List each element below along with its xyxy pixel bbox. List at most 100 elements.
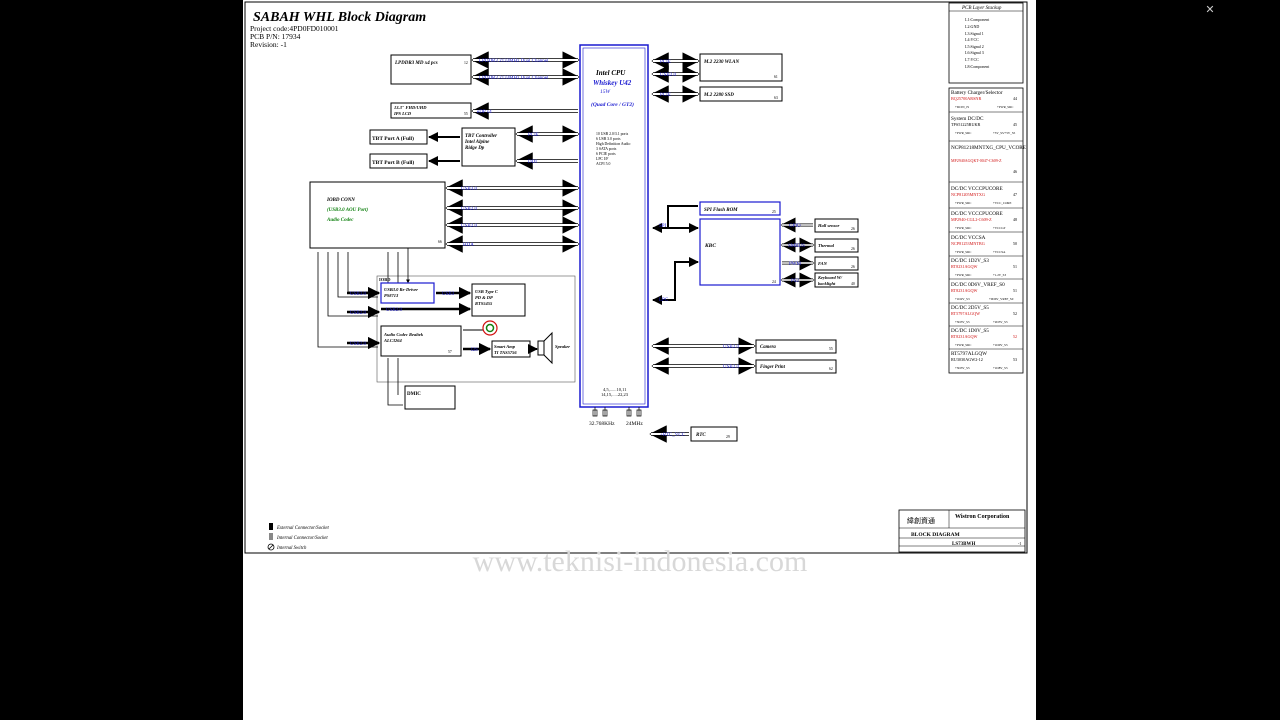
svg-text:52: 52	[1013, 311, 1017, 316]
svg-text:USB2.0: USB2.0	[461, 224, 477, 229]
company-name: Wistron Corporation	[955, 514, 1010, 520]
svg-text:KBC: KBC	[704, 243, 716, 249]
svg-text:L7:VCC: L7:VCC	[965, 57, 979, 62]
power-block: DC/DC VCCSA NCP81253MNTBG 50 +PWR_SRC +V…	[949, 235, 1023, 257]
svg-text:BQ25700ARSNR: BQ25700ARSNR	[951, 96, 981, 101]
cpu-model: Whiskey U42	[593, 79, 632, 87]
cpu-pins: 4,5,......10,11	[603, 387, 626, 393]
bus-ssd-pcie: PCIE	[651, 85, 700, 103]
svg-text:+PWR_SRC: +PWR_SRC	[997, 105, 1013, 109]
cpu-feature: 10 USB 2.0/3.1 ports	[596, 132, 629, 136]
bus-edp: eDP x4	[471, 102, 578, 120]
headphone-jack	[463, 320, 498, 336]
power-column: Battery Charger/Selector BQ25700ARSNR 44…	[948, 87, 1026, 374]
power-block: Battery Charger/Selector BQ25700ARSNR 44…	[949, 90, 1023, 113]
finger-print-block: Finger Print 62	[755, 359, 837, 374]
svg-text:RT8231AGQW: RT8231AGQW	[951, 264, 978, 269]
svg-text:NCP81253MNTBG: NCP81253MNTBG	[951, 241, 985, 246]
power-block: NCP81218MNTXG_CPU_VCORE MP2940AGQKT-0047…	[949, 145, 1026, 183]
svg-text:backlight: backlight	[818, 281, 836, 286]
svg-text:+PWR_SRC: +PWR_SRC	[955, 273, 971, 277]
svg-text:12: 12	[464, 61, 468, 65]
svg-text:24: 24	[772, 280, 776, 284]
iobd-board	[376, 275, 576, 383]
cpu-feature: ACPI 5.0	[596, 162, 610, 166]
svg-text:53: 53	[1013, 357, 1017, 362]
bus-lpc: LPC	[652, 257, 699, 305]
cpu-name: Intel CPU	[595, 69, 626, 77]
svg-text:M.2 2280 SSD: M.2 2280 SSD	[703, 93, 734, 98]
bus-iobd-usb20b: USB2.0	[445, 216, 580, 234]
cpu-feature: High Definition Audio	[596, 142, 630, 146]
svg-text:DC/DC VCCCPUCORE: DC/DC VCCCPUCORE	[951, 211, 1003, 217]
bus-redriver-usb30: USB3.0	[347, 286, 381, 300]
svg-text:+VCC_CORE: +VCC_CORE	[993, 201, 1011, 205]
revision: Revision: -1	[250, 40, 287, 49]
bus-wlan-pcie: PCIE	[651, 52, 700, 70]
bus-ps2: PS2	[780, 272, 815, 288]
svg-text:RT5797ALGQW: RT5797ALGQW	[951, 351, 987, 357]
power-block: DC/DC 2D5V_S5 RT5797ALGQW 52 +3D3V_S5 +2…	[949, 305, 1023, 327]
svg-text:RTC: RTC	[696, 433, 706, 438]
svg-text:L3:Signal 1: L3:Signal 1	[965, 31, 984, 36]
svg-text:HDA: HDA	[463, 243, 474, 248]
cpu-block: Intel CPU Whiskey U42 15W (Quad Core / G…	[579, 44, 649, 408]
svg-text:RT8231AGQW: RT8231AGQW	[951, 288, 978, 293]
svg-text:Intel Alpine: Intel Alpine	[464, 140, 490, 145]
kbc-block: KBC 24	[699, 218, 781, 286]
svg-text:RT5797ALGQW: RT5797ALGQW	[951, 311, 980, 316]
svg-text:+0D6V_VREF_S0: +0D6V_VREF_S0	[989, 297, 1014, 301]
svg-text:SPI Flash ROM: SPI Flash ROM	[704, 208, 738, 213]
lcd-block: 13.3" FHD/UHD IPS LCD 55	[390, 102, 472, 119]
svg-text:(USB3.0 AOU Port): (USB3.0 AOU Port)	[327, 208, 368, 213]
svg-text:26: 26	[851, 247, 855, 251]
svg-text:55: 55	[464, 112, 468, 116]
svg-text:62: 62	[829, 367, 833, 371]
svg-text:LPC: LPC	[659, 298, 669, 303]
iobd-label: IOBD	[379, 277, 391, 282]
svg-text:Battery Charger/Selector: Battery Charger/Selector	[951, 90, 1003, 96]
bus-ddi: DDI	[515, 152, 578, 170]
tbt-port-b: TBT Port B (Full)	[369, 153, 428, 169]
bus-typec-usb20b: USB2.0	[381, 302, 472, 316]
svg-text:46: 46	[1013, 169, 1017, 174]
power-block: DC/DC VCCCPUCORE MP2940-CGL2-C609-Z 48 +…	[949, 211, 1023, 233]
bus-hda: HDA	[445, 235, 580, 253]
svg-text:L4:VCC: L4:VCC	[965, 37, 979, 42]
svg-text:+VCCSA: +VCCSA	[993, 250, 1006, 254]
pcb-stackup: PCB Layer Stackup L1:Component L2:GND L3…	[948, 2, 1024, 84]
bus-rtc-vcc: +RTC_VCC	[649, 425, 689, 443]
legend: External Connector/Socket Internal Conne…	[267, 523, 329, 551]
svg-text:DC/DC 1D0V_S5: DC/DC 1D0V_S5	[951, 328, 989, 334]
svg-text:+3D3V_S5: +3D3V_S5	[955, 320, 970, 324]
bus-redriver-usb3: USB3	[436, 286, 472, 300]
spi-rom: SPI Flash ROM 25	[699, 201, 781, 216]
svg-text:40: 40	[851, 282, 855, 286]
svg-text:25: 25	[772, 210, 776, 214]
cpu-feature: 3 SATA ports	[596, 147, 617, 151]
svg-text:GPIO: GPIO	[789, 224, 801, 229]
bus-pcie-tbt: PCIE	[515, 125, 580, 143]
svg-text:RT8231AGQW: RT8231AGQW	[951, 334, 978, 339]
svg-text:PCIE: PCIE	[660, 60, 671, 65]
svg-text:51: 51	[1013, 264, 1017, 269]
bus-lpddr3-ch2: LPDDR3 2133MHz Dual Channel	[471, 68, 580, 86]
svg-text:External Connector/Socket: External Connector/Socket	[276, 526, 329, 531]
rtc-block: RTC 29	[690, 426, 738, 442]
hall-sensor: Hall sensor 26	[814, 218, 859, 233]
svg-text:PWM: PWM	[789, 262, 802, 267]
svg-text:+PWR_SRC: +PWR_SRC	[955, 131, 971, 135]
svg-text:USB2.0: USB2.0	[660, 73, 676, 78]
svg-text:57: 57	[448, 350, 452, 354]
camera-block: Camera 55	[755, 339, 837, 354]
svg-text:USB2.0: USB2.0	[350, 342, 366, 347]
svg-text:47: 47	[1013, 192, 1017, 197]
speaker-label: Speaker	[555, 344, 570, 349]
bus-typec-usb20: USB2.0	[347, 305, 381, 319]
crystal-32k: 32.768KHz	[589, 407, 615, 427]
project-code: Project code:4PD0FD010001	[250, 24, 339, 33]
svg-text:LPDDR3 MD x4 pcs: LPDDR3 MD x4 pcs	[394, 61, 438, 66]
wlan-block: M.2 2230 WLAN 61	[699, 53, 783, 82]
fullscreen-exit-icon[interactable]: ✕	[1205, 3, 1215, 16]
svg-text:Keyboard W/: Keyboard W/	[817, 275, 843, 280]
